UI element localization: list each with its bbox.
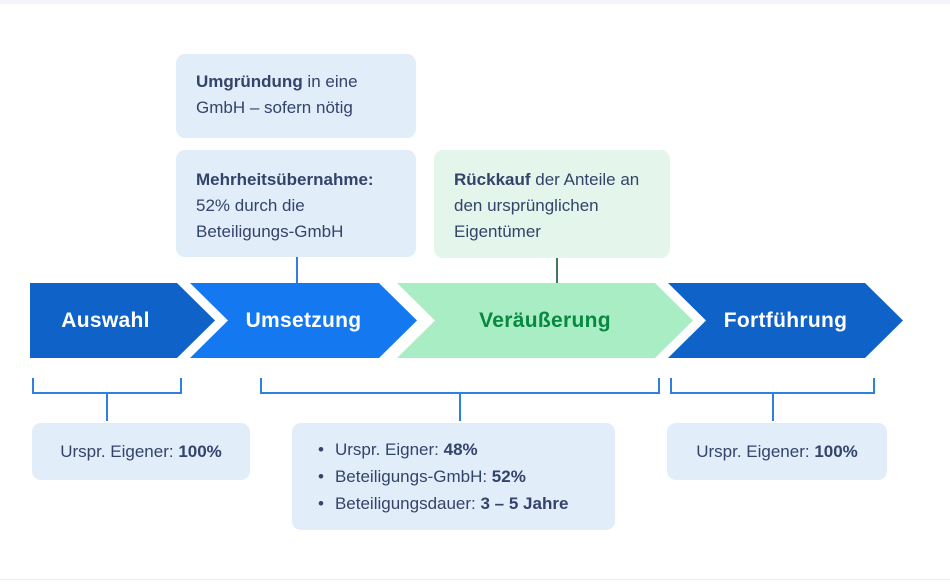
stage-auswahl: Auswahl (30, 283, 215, 358)
bracket-fortfuehrung-stem (771, 392, 774, 421)
list-item: Urspr. Eigner: 48% (318, 436, 599, 463)
page-bottom-divider (0, 579, 950, 580)
bullet-0-value: 48% (443, 440, 478, 459)
ownership-right-label: Urspr. Eigener: (696, 441, 815, 461)
ownership-box-middle: Urspr. Eigner: 48% Beteiligungs-GmbH: 52… (292, 423, 615, 530)
callout-umgruendung-text: in eine GmbH – sofern nötig (196, 72, 358, 117)
ownership-left-label: Urspr. Eigener: (60, 441, 179, 461)
bullet-1-value: 52% (491, 467, 526, 486)
bracket-auswahl-stem (106, 392, 108, 421)
list-item: Beteiligungs-GmbH: 52% (318, 463, 599, 490)
callout-rueckkauf-keyword: Rückkauf (454, 170, 531, 189)
list-item: Beteiligungsdauer: 3 – 5 Jahre (318, 490, 599, 517)
bracket-umsetzung-veraeusserung (260, 378, 660, 421)
bullet-1-label: Beteiligungs-GmbH: (334, 467, 492, 486)
callout-mehrheitsuebernahme-keyword: Mehrheitsübernahme: (196, 170, 374, 189)
stage-umsetzung-label: Umsetzung (245, 308, 362, 332)
callout-umgruendung: Umgründung in eine GmbH – sofern nötig (176, 54, 416, 138)
stage-veraeusserung: Veräußerung (397, 283, 693, 358)
ownership-left-value: 100% (178, 441, 222, 461)
callout-rueckkauf: Rückkauf der Anteile an den ursprünglich… (434, 150, 670, 258)
bullet-2-label: Beteiligungsdauer: (334, 494, 481, 513)
stage-umsetzung: Umsetzung (190, 283, 417, 358)
ownership-box-right: Urspr. Eigener: 100% (667, 423, 887, 480)
ownership-right-value: 100% (814, 441, 858, 461)
bullet-text: Beteiligungs-GmbH: 52% (335, 463, 526, 490)
ownership-left-text: Urspr. Eigener: 100% (60, 442, 222, 462)
callout-rueckkauf-text: der Anteile an den ursprünglichen Eigent… (454, 170, 640, 241)
stage-fortfuehrung: Fortführung (668, 283, 903, 358)
stage-fortfuehrung-label: Fortführung (723, 308, 848, 332)
bullet-text: Beteiligungsdauer: 3 – 5 Jahre (335, 490, 568, 517)
bracket-auswahl (32, 378, 182, 421)
connector-line-umsetzung (296, 257, 298, 284)
bullet-0-label: Urspr. Eigner: (334, 440, 444, 459)
stage-auswahl-label: Auswahl (61, 308, 150, 332)
bullet-text: Urspr. Eigner: 48% (335, 436, 478, 463)
stage-veraeusserung-label: Veräußerung (479, 308, 611, 332)
connector-line-veraeusserung (556, 258, 558, 284)
ownership-right-text: Urspr. Eigener: 100% (696, 442, 858, 462)
callout-mehrheitsuebernahme-text: 52% durch die Beteiligungs-GmbH (196, 196, 344, 241)
bracket-fortfuehrung (670, 378, 875, 421)
ownership-box-left: Urspr. Eigener: 100% (32, 423, 250, 480)
bullet-2-value: 3 – 5 Jahre (480, 494, 569, 513)
page-top-strip (0, 0, 950, 4)
bracket-umsetzung-veraeusserung-stem (459, 392, 461, 421)
callout-mehrheitsuebernahme: Mehrheitsübernahme: 52% durch die Beteil… (176, 150, 416, 257)
callout-umgruendung-keyword: Umgründung (196, 72, 303, 91)
